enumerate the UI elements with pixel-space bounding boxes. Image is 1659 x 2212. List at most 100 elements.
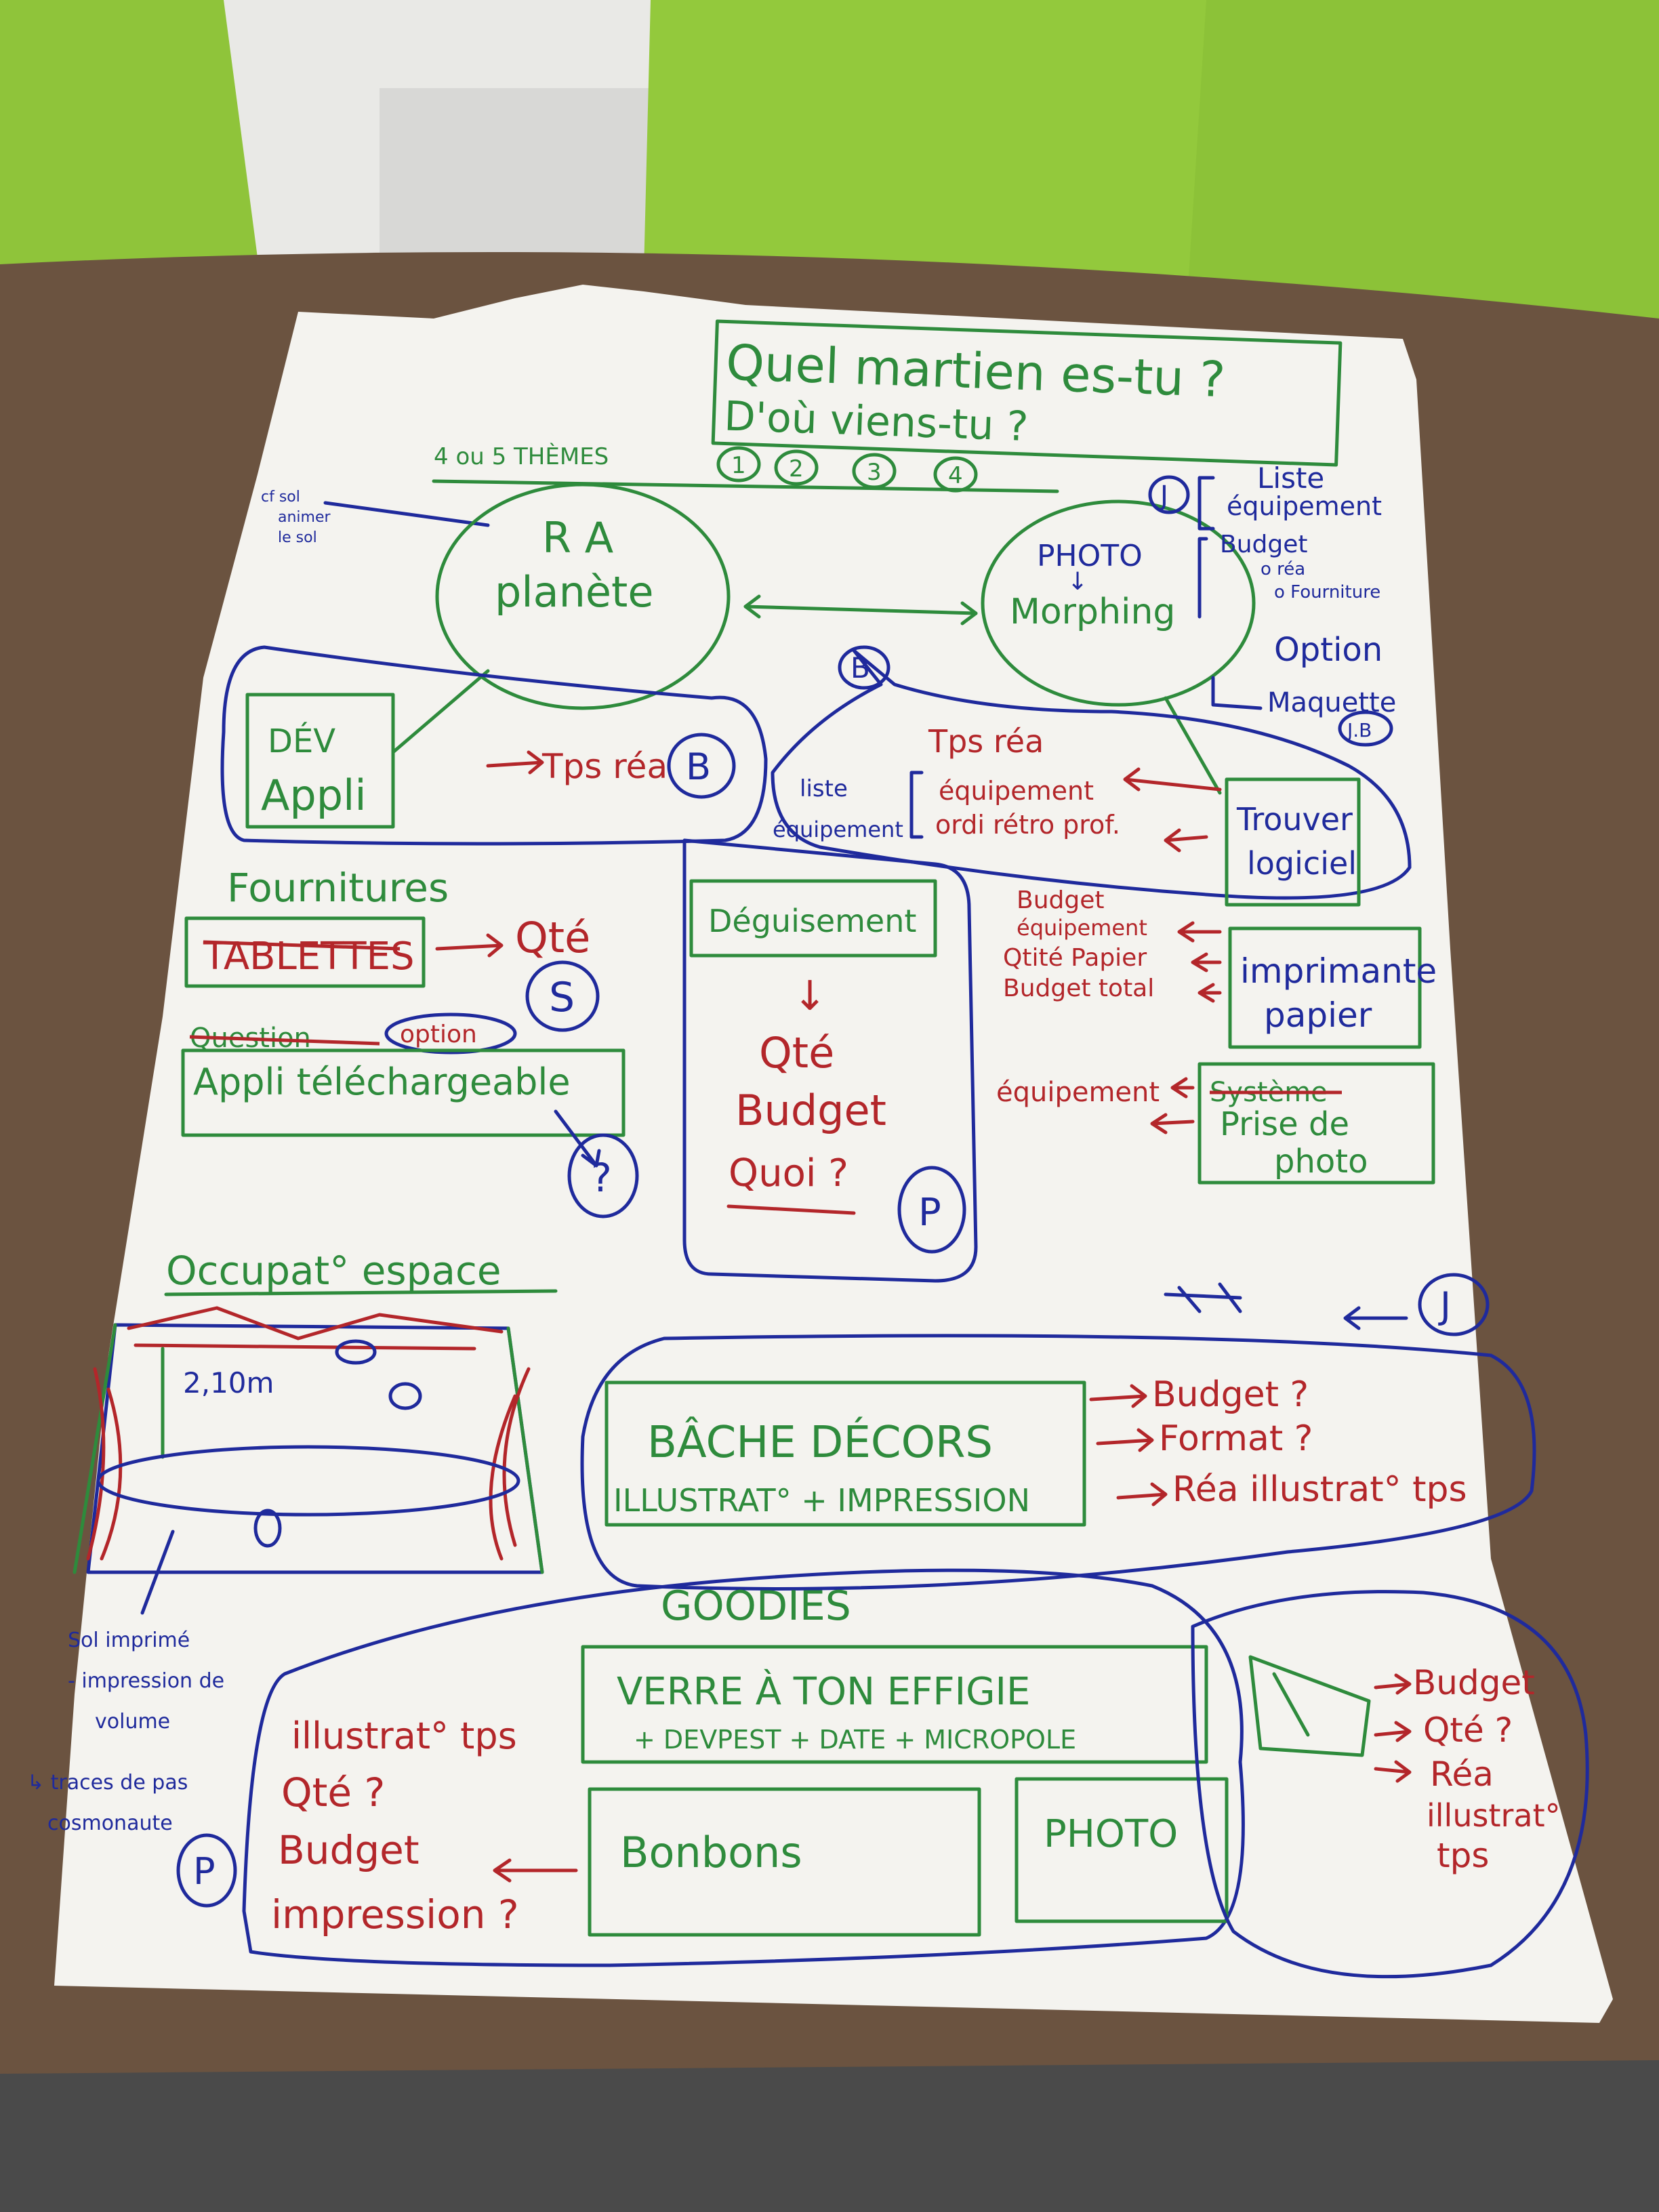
- tablettes-label: TABLETTES: [203, 935, 415, 979]
- bache-outline: [580, 1334, 1536, 1591]
- fournitures-heading: Fournitures: [227, 865, 449, 911]
- verre-line2: + DEVPEST + DATE + MICROPOLE: [634, 1725, 1076, 1755]
- right-list-badge: J: [1158, 480, 1168, 512]
- theme-circle-1: [716, 446, 761, 483]
- appli-label: Appli téléchargeable: [193, 1061, 571, 1103]
- right-list-bracket-3: [1211, 676, 1263, 710]
- prise-arrow: [1170, 1077, 1195, 1099]
- cushion-right: [1186, 0, 1659, 352]
- ra-line1: R A: [542, 513, 613, 562]
- occupation-sol-line2: - impression de: [68, 1669, 224, 1693]
- bache-badge-circle: [1418, 1273, 1490, 1336]
- occupation-sol-line1: Sol imprimé: [68, 1629, 190, 1652]
- ra-photo-arrow: [743, 605, 978, 615]
- bache-badge: J: [1438, 1284, 1451, 1327]
- bonbons-label: Bonbons: [620, 1828, 802, 1877]
- bache-scribble: [1164, 1282, 1242, 1313]
- deguisement-badge: P: [918, 1191, 941, 1235]
- dev-badge: B: [686, 745, 711, 788]
- right-list-item1-line1: Liste: [1257, 462, 1324, 495]
- logiciel-box: [1225, 777, 1361, 907]
- imprimante-budget-line2: équipement: [1017, 915, 1147, 941]
- sol-note-line3: le sol: [278, 529, 317, 546]
- dev-box: [245, 693, 395, 829]
- logiciel-bracket: [909, 771, 924, 839]
- right-list-bracket-2: [1197, 537, 1208, 619]
- goodies-left-line3: Budget: [278, 1827, 419, 1873]
- logiciel-liste-line1: liste: [800, 775, 848, 802]
- bache-rea: Réa illustrat° tps: [1172, 1469, 1467, 1510]
- bache-format: Format ?: [1159, 1418, 1313, 1459]
- dev-badge-circle: [667, 733, 736, 799]
- imprimante-box-line1: imprimante: [1240, 951, 1437, 991]
- imprimante-box-line2: papier: [1264, 996, 1372, 1035]
- bache-badge-arrow: [1343, 1306, 1408, 1330]
- goodies-left-line1: illustrat° tps: [291, 1715, 517, 1757]
- goodies-right-outline: [1191, 1590, 1589, 1979]
- imprimante-arrow-1: [1177, 921, 1222, 943]
- appli-badge-circle: [567, 1133, 639, 1218]
- bache-box: [605, 1380, 1086, 1527]
- verre-box: [581, 1645, 1208, 1764]
- goodies-photo-box: [1015, 1777, 1229, 1923]
- occupation-sol-line5: cosmonaute: [47, 1811, 173, 1835]
- sol-note-line2: animer: [278, 509, 331, 526]
- photo-logiciel-line: [1164, 696, 1222, 795]
- logiciel-badge-circle: [838, 645, 890, 690]
- logiciel-liste-line2: équipement: [773, 817, 903, 842]
- cushion-left: [0, 0, 258, 271]
- goodies-photo-label: PHOTO: [1044, 1812, 1178, 1856]
- photo-morph-line2: Morphing: [1010, 592, 1175, 632]
- dev-tps-arrow: [486, 750, 544, 775]
- deguisement-label: Déguisement: [708, 903, 916, 939]
- bonbons-arrow: [493, 1858, 578, 1883]
- verre-line1: VERRE À TON EFFIGIE: [617, 1670, 1030, 1714]
- bache-arrow-2: [1096, 1428, 1154, 1452]
- goodies-right-line5: tps: [1437, 1836, 1489, 1875]
- prise-line1: Prise de: [1220, 1105, 1349, 1143]
- goodies-right-line1: Budget: [1413, 1663, 1535, 1702]
- prise-line2: photo: [1274, 1143, 1368, 1181]
- option-circle: [384, 1012, 517, 1054]
- deguisement-outline: [682, 838, 978, 1283]
- appli-arrow: [554, 1109, 601, 1168]
- theme-number-4: 4: [948, 462, 963, 489]
- dev-line1: DÉV: [268, 722, 335, 760]
- verre-sketch: [1248, 1655, 1371, 1757]
- photo-morph-arrow: ↓: [1067, 568, 1088, 596]
- goodies-left-line2: Qté ?: [281, 1769, 385, 1816]
- right-list-badge-circle: [1148, 475, 1190, 514]
- right-list-item2-line3: o Fourniture: [1274, 582, 1380, 602]
- goodies-right-line2: Qté ?: [1423, 1711, 1513, 1750]
- right-list-item2-line2: o réa: [1261, 559, 1305, 579]
- question-strike: [189, 1035, 380, 1046]
- goodies-right-line4: illustrat°: [1427, 1797, 1561, 1834]
- imprimante-budget-line1: Budget: [1017, 886, 1104, 914]
- title-box: [711, 319, 1343, 467]
- occupation-heading: Occupat° espace: [166, 1248, 501, 1294]
- dev-line2: Appli: [261, 771, 367, 820]
- floor: [0, 2060, 1659, 2212]
- logiciel-box-line2: logiciel: [1247, 845, 1357, 882]
- imprimante-box: [1228, 926, 1422, 1049]
- fournitures-badge: S: [549, 974, 575, 1021]
- logiciel-badge: B: [851, 651, 870, 684]
- logiciel-outline: [771, 649, 1412, 900]
- theme-number-2: 2: [789, 455, 804, 483]
- right-list-item4-badge: J.B: [1346, 719, 1372, 741]
- fournitures-badge-circle: [525, 960, 600, 1032]
- sol-note-arrow: [323, 501, 490, 527]
- right-list-item1-line2: équipement: [1227, 491, 1382, 521]
- ra-photo-arrowheads: [743, 594, 978, 626]
- goodies-left-line4: impression ?: [271, 1891, 519, 1938]
- logiciel-ordi: ordi rétro prof.: [935, 810, 1120, 840]
- appli-box: [181, 1048, 626, 1137]
- goodies-right-line3: Réa: [1430, 1755, 1494, 1794]
- prise-box: [1197, 1062, 1435, 1185]
- bache-budget: Budget ?: [1152, 1374, 1309, 1415]
- bache-line1: BÂCHE DÉCORS: [647, 1416, 993, 1468]
- deguisement-budget: Budget: [735, 1086, 886, 1135]
- imprimante-arrow-3: [1197, 983, 1222, 1003]
- logiciel-arrow-2: [1164, 828, 1208, 853]
- radiator: [380, 88, 664, 271]
